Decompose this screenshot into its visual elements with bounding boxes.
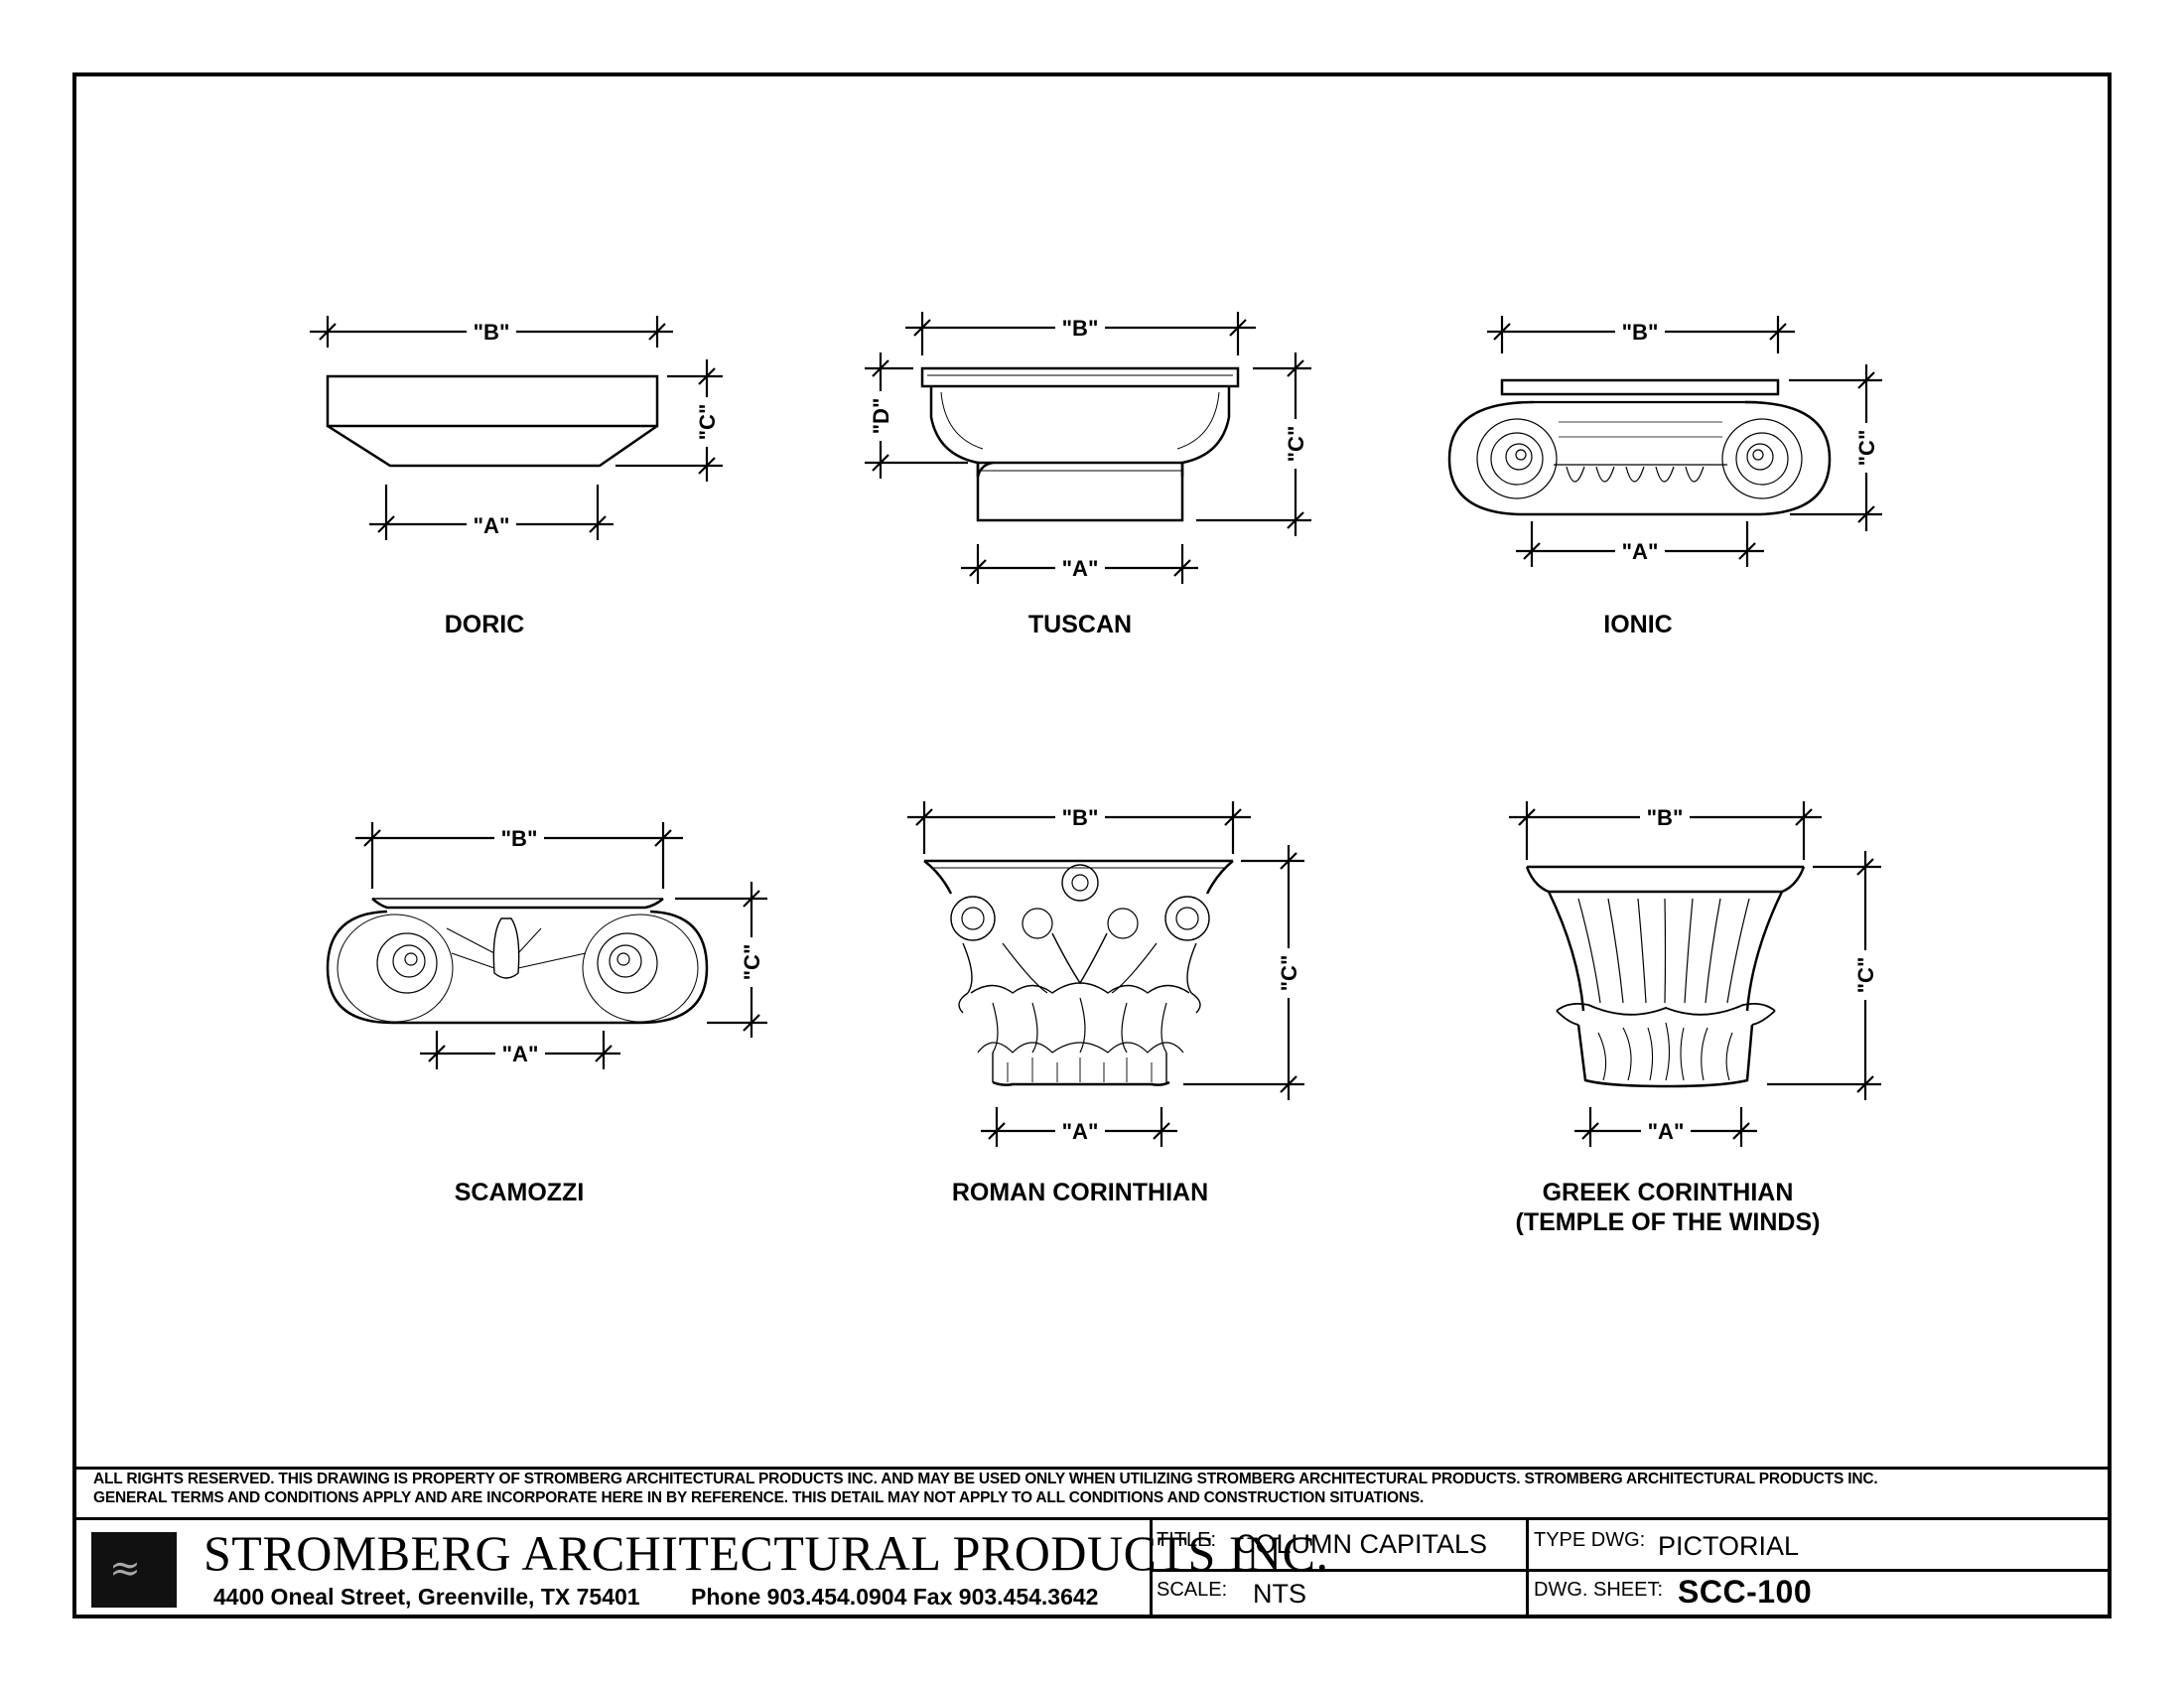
scamozzi-dim-c: "C" <box>740 944 764 981</box>
logo-mark-icon: ≈ <box>109 1546 141 1590</box>
scamozzi-dim-b: "B" <box>501 826 538 851</box>
label-greek-corinthian: GREEK CORINTHIAN <box>1542 1179 1794 1206</box>
drawing-sheet-border <box>72 72 2112 1618</box>
label-roman-corinthian: ROMAN CORINTHIAN <box>951 1179 1209 1206</box>
tuscan-dim-b: "B" <box>1062 316 1099 341</box>
greek-dim-c: "C" <box>1853 957 1878 994</box>
dwg-sheet-value: SCC-100 <box>1678 1574 1813 1610</box>
label-greek-subtitle: (TEMPLE OF THE WINDS) <box>1515 1208 1821 1236</box>
title-key: TITLE: <box>1157 1529 1217 1551</box>
company-phone-fax: Phone 903.454.0904 Fax 903.454.3642 <box>691 1584 1099 1610</box>
title-block-top-rule <box>72 1517 2112 1520</box>
dwg-sheet-key: DWG. SHEET: <box>1534 1579 1664 1601</box>
greek-dim-b: "B" <box>1647 805 1684 830</box>
doric-dim-b: "B" <box>474 320 510 345</box>
company-address: 4400 Oneal Street, Greenville, TX 75401 <box>213 1584 640 1610</box>
ionic-capital <box>1447 316 1882 567</box>
greek-corinthian-capital <box>1509 801 1881 1147</box>
ionic-dim-c: "C" <box>1854 430 1879 467</box>
company-name: STROMBERG ARCHITECTURAL PRODUCTS INC. <box>204 1525 1329 1581</box>
title-block-divider-2 <box>1526 1520 1529 1617</box>
tuscan-capital <box>865 312 1311 584</box>
roman-dim-a: "A" <box>1062 1119 1099 1144</box>
roman-corinthian-capital <box>907 801 1304 1147</box>
ionic-dim-b: "B" <box>1622 320 1659 345</box>
company-logo: ≈ <box>91 1532 177 1608</box>
scamozzi-capital <box>326 822 767 1069</box>
legal-notes-line-2: GENERAL TERMS AND CONDITIONS APPLY AND A… <box>93 1489 1425 1506</box>
label-scamozzi: SCAMOZZI <box>454 1179 585 1206</box>
doric-capital <box>310 316 723 540</box>
doric-dim-c: "C" <box>695 404 720 441</box>
legal-notes-line-1: ALL RIGHTS RESERVED. THIS DRAWING IS PRO… <box>93 1471 1878 1487</box>
label-doric: DORIC <box>444 611 525 638</box>
label-tuscan: TUSCAN <box>1027 611 1133 638</box>
legal-notes: ALL RIGHTS RESERVED. THIS DRAWING IS PRO… <box>93 1470 2079 1507</box>
roman-dim-b: "B" <box>1062 805 1099 830</box>
label-ionic: IONIC <box>1603 611 1673 638</box>
tuscan-dim-c: "C" <box>1284 426 1308 463</box>
scale-value: NTS <box>1253 1579 1306 1609</box>
roman-dim-c: "C" <box>1277 955 1301 992</box>
ionic-dim-a: "A" <box>1622 539 1659 564</box>
type-dwg-key: TYPE DWG: <box>1534 1529 1646 1551</box>
title-value: COLUMN CAPITALS <box>1236 1529 1488 1559</box>
tuscan-dim-a: "A" <box>1062 556 1099 581</box>
title-block-divider-1 <box>1150 1520 1153 1617</box>
title-block-mid-rule <box>1150 1569 2112 1572</box>
doric-dim-a: "A" <box>474 513 510 538</box>
type-dwg-value: PICTORIAL <box>1658 1531 1800 1561</box>
scale-key: SCALE: <box>1157 1579 1228 1601</box>
notes-top-rule <box>72 1467 2112 1470</box>
greek-dim-a: "A" <box>1648 1119 1685 1144</box>
tuscan-dim-d: "D" <box>869 398 893 435</box>
scamozzi-dim-a: "A" <box>502 1042 539 1066</box>
